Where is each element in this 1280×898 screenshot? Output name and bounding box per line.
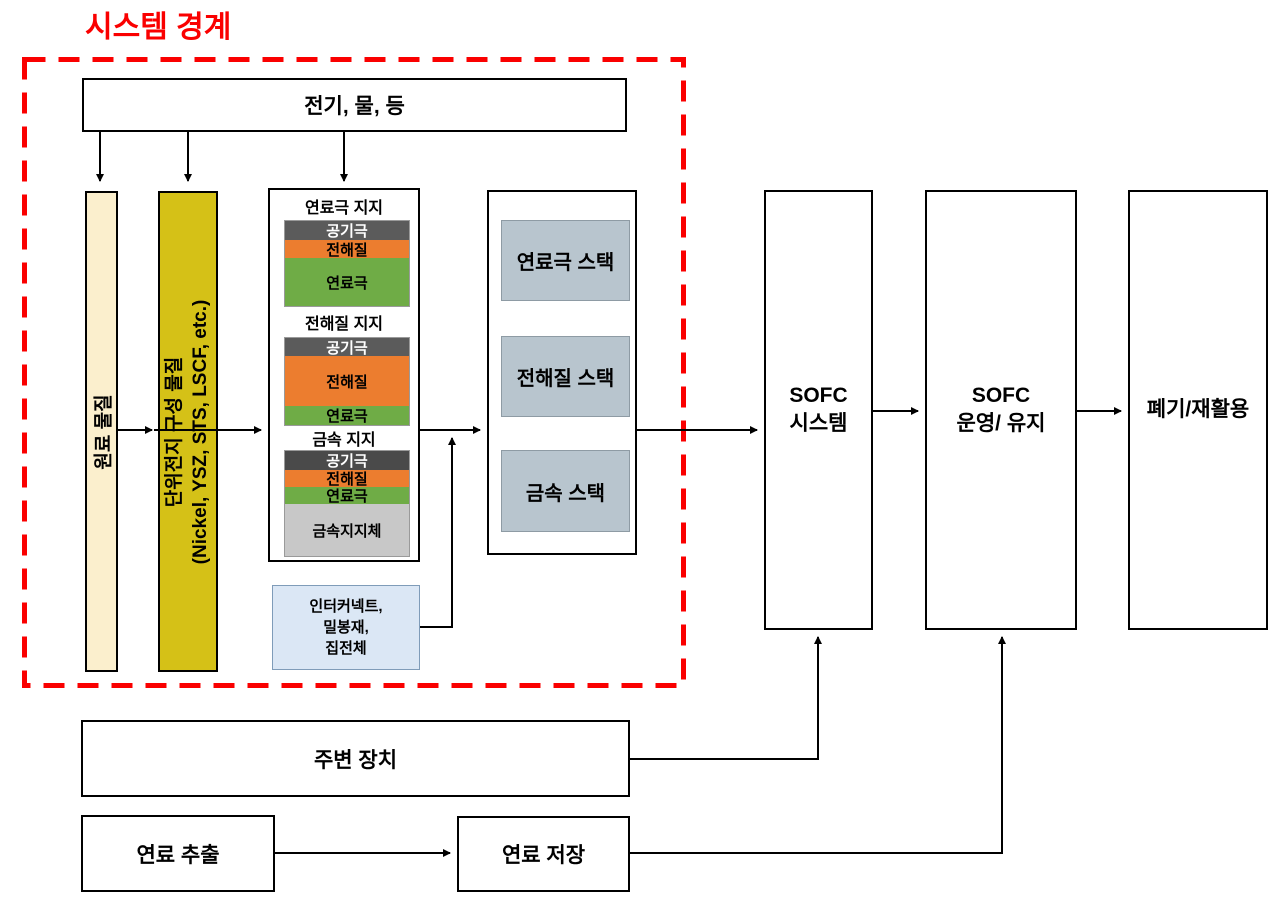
peripherals-label: 주변 장치 <box>313 748 398 772</box>
peripherals-box: 주변 장치 <box>81 720 630 797</box>
sofc-system-line1: SOFC <box>789 384 848 407</box>
utilities-box: 전기, 물, 등 <box>82 78 627 132</box>
electrolyte-stack-box: 전해질 스택 <box>501 336 630 417</box>
fuel-storage-label: 연료 저장 <box>501 844 586 867</box>
fuel-extraction-label: 연료 추출 <box>136 843 220 867</box>
sofc-system-line2: 시스템 <box>789 412 848 435</box>
electrolyte-layer: 전해질 <box>285 356 409 406</box>
unit-cell-material-line1: 단위전지 구성 물질 <box>164 356 185 507</box>
raw-material-bar: 원료 물질 <box>85 191 118 672</box>
metal-stack-box: 금속 스택 <box>501 450 630 532</box>
cathode-layer: 공기극 <box>285 338 409 357</box>
raw-material-label: 원료 물질 <box>93 393 114 470</box>
anode-layer: 연료극 <box>285 258 409 306</box>
anode-supported-title: 연료극 지지 <box>304 200 384 217</box>
electrolyte-layer: 전해질 <box>285 240 409 259</box>
disposal-recycle-box: 폐기/재활용 <box>1128 190 1268 630</box>
unit-cell-material-line2: (Nickel, YSZ, STS, LSCF, etc.) <box>190 299 211 564</box>
utilities-label: 전기, 물, 등 <box>304 95 405 118</box>
sofc-operation-line1: SOFC <box>971 384 1031 407</box>
cathode-layer: 공기극 <box>285 221 409 240</box>
metal-support-layer: 금속지지체 <box>285 504 409 556</box>
disposal-recycle-label: 폐기/재활용 <box>1146 398 1250 421</box>
cell-structures-container: 연료극 지지 공기극 전해질 연료극 전해질 지지 공기극 전해질 연료극 금속… <box>268 188 420 562</box>
unit-cell-material-bar: 단위전지 구성 물질 (Nickel, YSZ, STS, LSCF, etc.… <box>158 191 218 672</box>
sofc-system-label: SOFC 시스템 <box>789 382 847 438</box>
arrow-storage-to-operation <box>630 636 1006 854</box>
arrow-bop-to-stacks <box>420 437 456 628</box>
electrolyte-supported-title: 전해질 지지 <box>304 316 384 333</box>
current-collector-line: 집전체 <box>325 640 367 657</box>
anode-stack-box: 연료극 스택 <box>501 220 630 301</box>
stacks-container: 연료극 스택 전해질 스택 금속 스택 <box>487 190 637 555</box>
unit-cell-material-label: 단위전지 구성 물질 (Nickel, YSZ, STS, LSCF, etc.… <box>162 299 214 564</box>
fuel-storage-box: 연료 저장 <box>457 816 630 892</box>
interconnect-line: 인터커넥트, <box>309 598 383 615</box>
system-boundary-title: 시스템 경계 <box>85 11 232 44</box>
metal-supported-cell: 공기극 전해질 연료극 금속지지체 <box>284 450 410 557</box>
anode-layer: 연료극 <box>285 406 409 425</box>
sofc-operation-line2: 운영/ 유지 <box>956 412 1046 435</box>
fuel-extraction-box: 연료 추출 <box>81 815 275 892</box>
balance-of-cell-label: 인터커넥트, 밀봉재, 집전체 <box>309 596 382 659</box>
metal-supported-title: 금속 지지 <box>312 432 376 449</box>
anode-layer: 연료극 <box>285 487 409 505</box>
anode-supported-cell: 공기극 전해질 연료극 <box>284 220 410 307</box>
balance-of-cell-box: 인터커넥트, 밀봉재, 집전체 <box>272 585 420 670</box>
sofc-system-box: SOFC 시스템 <box>764 190 873 630</box>
arrow-peripherals-to-system <box>630 636 822 760</box>
sofc-operation-label: SOFC 운영/ 유지 <box>957 382 1046 438</box>
sofc-operation-box: SOFC 운영/ 유지 <box>925 190 1077 630</box>
sealant-line: 밀봉재, <box>323 619 369 636</box>
electrolyte-supported-cell: 공기극 전해질 연료극 <box>284 337 410 426</box>
